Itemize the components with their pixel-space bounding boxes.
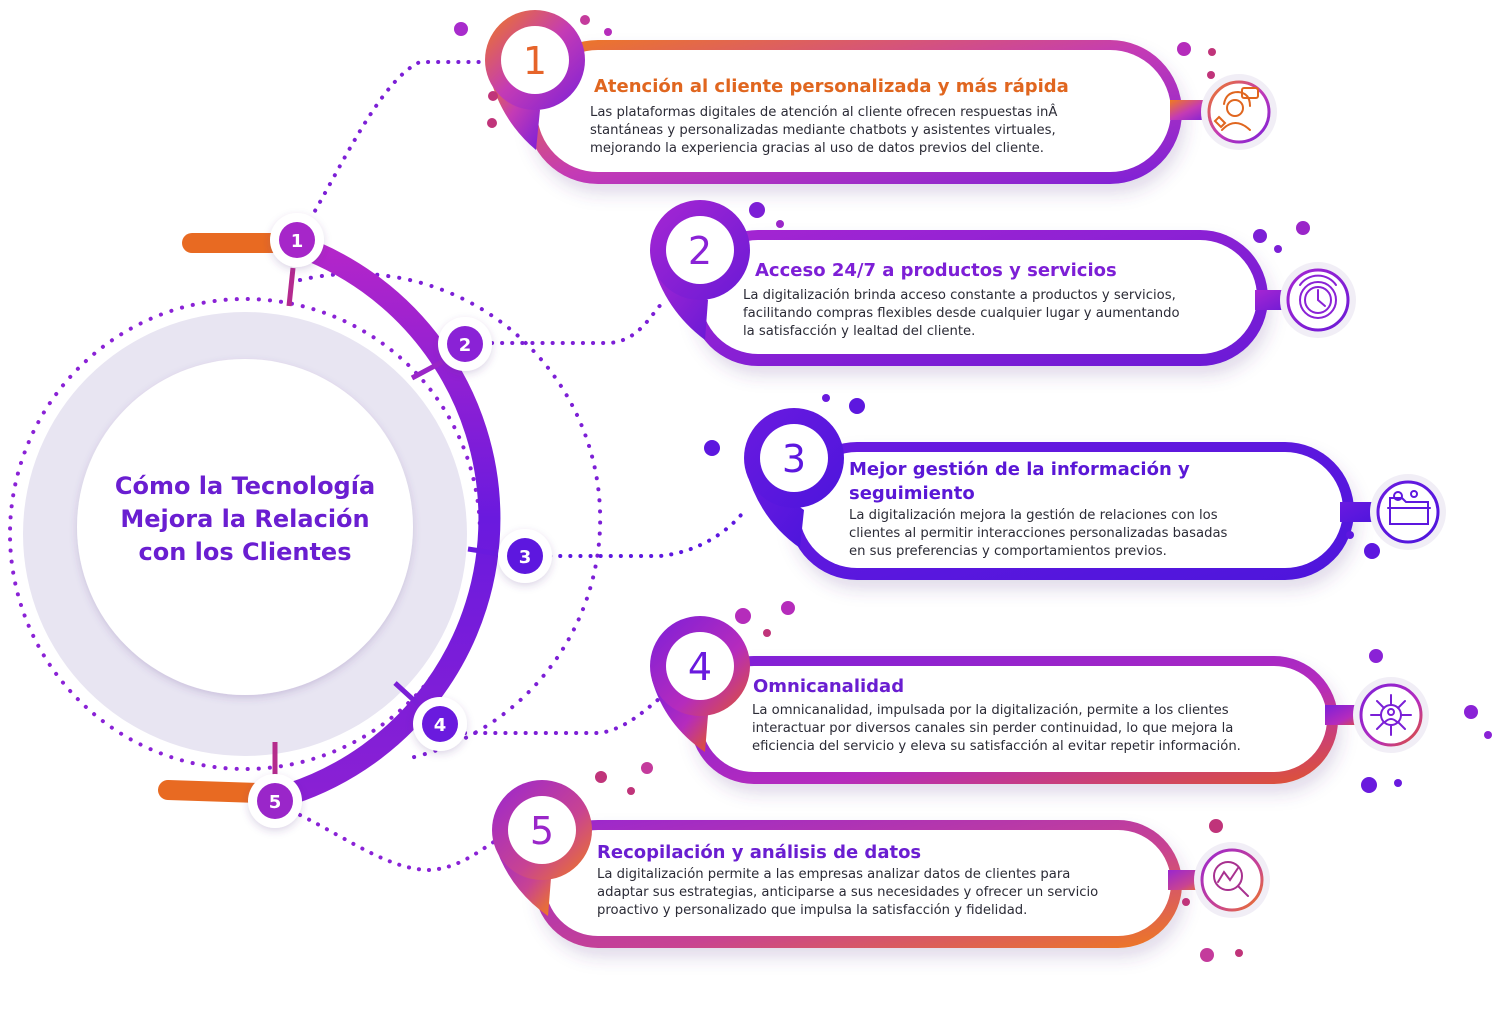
- card-2-body-line-2: facilitando compras flexibles desde cual…: [743, 306, 1180, 321]
- analytics-search-icon: [1213, 861, 1249, 897]
- card-2-title: Acceso 24/7 a productos y servicios: [755, 260, 1117, 281]
- card-5-body-line-3: proactivo y personalizado que impulsa la…: [597, 903, 1028, 918]
- card-3-body-line-2: clientes al permitir interacciones perso…: [849, 526, 1228, 541]
- card-4-number: 4: [688, 645, 712, 689]
- card-5-number: 5: [530, 809, 554, 853]
- card-2-body-line-1: La digitalización brinda acceso constant…: [743, 288, 1176, 303]
- card-1-body-line-3: mejorando la experiencia gracias al uso …: [590, 141, 1044, 156]
- arc-node-5-label: 5: [269, 792, 282, 813]
- card-5-body: La digitalización permite a las empresas…: [597, 866, 1098, 920]
- card-1-body-line-1: Las plataformas digitales de atención al…: [590, 105, 1058, 120]
- card-4-body: La omnicanalidad, impulsada por la digit…: [752, 702, 1241, 756]
- central-hub: [8, 232, 603, 805]
- card-3: [744, 408, 1446, 580]
- card-4-body-line-3: eficiencia del servicio y eleva su satis…: [752, 739, 1241, 754]
- card-4-body-line-1: La omnicanalidad, impulsada por la digit…: [752, 703, 1229, 718]
- card-3-body-line-3: en sus preferencias y comportamientos pr…: [849, 544, 1167, 559]
- progress-arc: [286, 232, 501, 805]
- arc-node-1: 1: [270, 213, 324, 267]
- customer-support-icon: [1213, 87, 1259, 131]
- arc-node-1-label: 1: [291, 231, 304, 252]
- arc-node-5: 5: [248, 774, 302, 828]
- card-3-title: Mejor gestión de la información y seguim…: [849, 458, 1190, 506]
- card-3-number: 3: [782, 437, 806, 481]
- connectors: [298, 60, 747, 873]
- card-4: [650, 616, 1429, 784]
- hub-inner-disk: [77, 359, 413, 695]
- arc-node-4-label: 4: [434, 715, 447, 736]
- center-title: Cómo la Tecnología Mejora la Relación co…: [90, 470, 400, 569]
- card-5: [492, 780, 1270, 948]
- card-1-body: Las plataformas digitales de atención al…: [590, 104, 1057, 158]
- card-1-body-line-2: stantáneas y personalizadas mediante cha…: [590, 123, 1056, 138]
- decorative-dots: [454, 15, 1492, 962]
- card-2-body: La digitalización brinda acceso constant…: [743, 287, 1180, 341]
- card-3-title-line-1: Mejor gestión de la información y: [849, 459, 1190, 480]
- card-1-number: 1: [523, 39, 547, 83]
- arc-node-4: 4: [413, 697, 467, 751]
- center-title-line-2: Mejora la Relación: [120, 505, 370, 533]
- card-5-body-line-2: adaptar sus estrategias, anticiparse a s…: [597, 885, 1099, 900]
- card-4-title: Omnicanalidad: [753, 676, 905, 697]
- network-user-icon: [1370, 694, 1412, 736]
- center-title-line-1: Cómo la Tecnología: [114, 472, 376, 500]
- card-5-body-line-1: La digitalización permite a las empresas…: [597, 867, 1071, 882]
- card-3-body: La digitalización mejora la gestión de r…: [849, 507, 1227, 561]
- card-1-title: Atención al cliente personalizada y más …: [594, 76, 1069, 97]
- clock-icon: [1299, 274, 1337, 319]
- card-2-body-line-3: la satisfacción y lealtad del cliente.: [743, 324, 976, 339]
- card-3-body-line-1: La digitalización mejora la gestión de r…: [849, 508, 1218, 523]
- card-4-body-line-2: interactuar por diversos canales sin per…: [752, 721, 1234, 736]
- center-title-line-3: con los Clientes: [138, 538, 352, 566]
- folder-settings-icon: [1387, 490, 1431, 525]
- card-5-title: Recopilación y análisis de datos: [597, 842, 922, 863]
- card-2: [650, 200, 1356, 366]
- card-1: [485, 10, 1277, 184]
- card-3-title-line-2: seguimiento: [849, 483, 975, 504]
- arc-node-2: 2: [438, 317, 492, 371]
- arc-node-2-label: 2: [459, 335, 472, 356]
- arc-nodes: 1 2 3 4 5: [248, 213, 552, 828]
- card-2-number: 2: [688, 229, 712, 273]
- arc-node-3: 3: [498, 529, 552, 583]
- arc-node-3-label: 3: [519, 547, 532, 568]
